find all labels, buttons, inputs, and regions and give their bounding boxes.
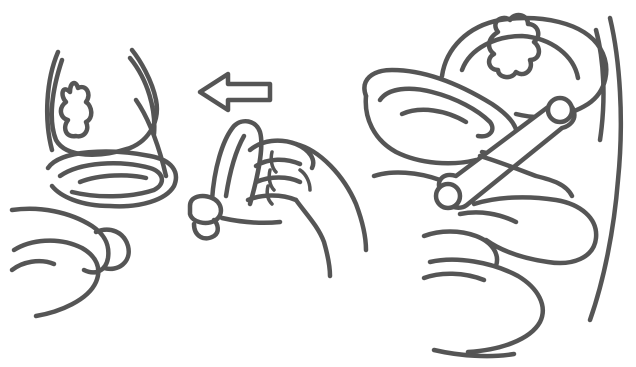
anatomy-before-insertion (12, 50, 176, 316)
pelvic-cross-section-with-device-icon (364, 15, 620, 356)
hand-applicator-icon (190, 121, 366, 276)
left-arrow-icon (200, 74, 270, 110)
